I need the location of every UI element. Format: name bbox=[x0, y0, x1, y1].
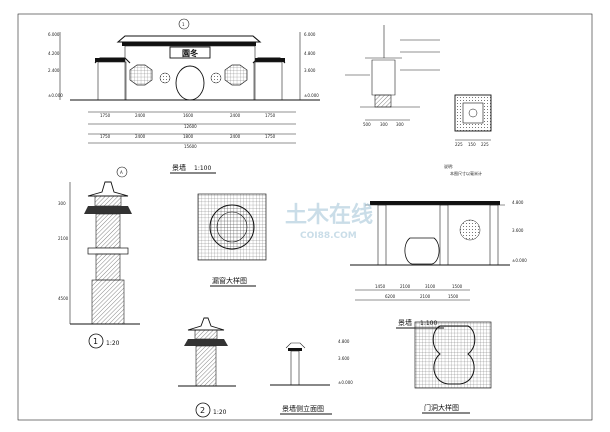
watermark-sub: COI88.COM bbox=[300, 231, 357, 241]
board-text: 園冬 bbox=[182, 48, 198, 58]
elevation-a: 園冬 1750 2400 1600 2400 1750 12600 1750 2… bbox=[48, 18, 320, 174]
plan-dim-3: 225 bbox=[481, 142, 489, 147]
side-level-1: 4.800 bbox=[338, 339, 350, 344]
b-bottom-2: 2100 bbox=[420, 294, 431, 299]
section-dim-3: 300 bbox=[396, 122, 404, 127]
axis-1-callout: 1 bbox=[182, 22, 185, 27]
level-a-3: 2.400 bbox=[48, 68, 60, 73]
detail-1: A 300 2100 4500 1 1:20 bbox=[58, 166, 140, 349]
side-elevation-title: 景墙侧立面图 bbox=[282, 404, 324, 413]
dim-a-row2-5: 1750 bbox=[265, 134, 276, 139]
dim-a-row2-1: 1750 bbox=[100, 134, 111, 139]
detail1-scale: 1:20 bbox=[106, 340, 120, 347]
section-detail: 500 300 300 bbox=[345, 25, 440, 127]
level-a-4: ±0.000 bbox=[48, 93, 63, 98]
watermark-text: 土木在线 bbox=[285, 202, 373, 228]
side-level-3: ±0.000 bbox=[338, 380, 353, 385]
lattice-window-title: 漏窗大样图 bbox=[212, 276, 247, 285]
level-a-r4: ±0.000 bbox=[304, 93, 319, 98]
elevation-a-scale: 1:100 bbox=[194, 165, 211, 172]
dim-a-total: 15600 bbox=[184, 144, 197, 149]
dim-a-row1-2: 2400 bbox=[135, 113, 146, 118]
b-level-1: 4.800 bbox=[512, 200, 524, 205]
notes-line1: 本图尺寸以毫米计 bbox=[450, 170, 482, 176]
plan-dim-1: 225 bbox=[455, 142, 463, 147]
pillar-plan: 225 150 225 说明: 本图尺寸以毫米计 bbox=[444, 94, 492, 176]
level-a-r2: 4.800 bbox=[304, 51, 316, 56]
detail2-scale: 1:20 bbox=[213, 409, 227, 416]
elevation-a-title: 景墙 bbox=[172, 163, 186, 172]
dim-a-row2-4: 2400 bbox=[230, 134, 241, 139]
b-level-3: ±0.000 bbox=[512, 258, 527, 263]
elevation-b-title: 景墙 bbox=[398, 318, 412, 327]
b-bottom-3: 1500 bbox=[448, 294, 459, 299]
level-a-r3: 3.600 bbox=[304, 68, 316, 73]
section-dim-2: 300 bbox=[380, 122, 388, 127]
dim-a-row1-5: 1750 bbox=[265, 113, 276, 118]
side-elevation: 4.800 3.600 ±0.000 景墙侧立面图 bbox=[270, 339, 353, 415]
b-sub-1: 1450 bbox=[375, 284, 386, 289]
dim-a-row1-3: 1600 bbox=[183, 113, 194, 118]
b-bottom-1: 6200 bbox=[385, 294, 396, 299]
detail2-number: 2 bbox=[200, 406, 205, 415]
gate-hole: 门洞大样图 bbox=[414, 321, 492, 414]
detail1-h2: 2100 bbox=[58, 236, 69, 241]
detail-2: 2 1:20 bbox=[178, 317, 236, 418]
detail1-h3: 4500 bbox=[58, 296, 69, 301]
level-a-2: 4.200 bbox=[48, 51, 60, 56]
b-sub-4: 1500 bbox=[452, 284, 463, 289]
level-a-1: 6.000 bbox=[48, 32, 60, 37]
b-sub-2: 2100 bbox=[400, 284, 411, 289]
notes-heading: 说明: bbox=[444, 163, 453, 169]
dim-a-row2-3: 1800 bbox=[183, 134, 194, 139]
b-level-2: 3.600 bbox=[512, 228, 524, 233]
dim-a-row2-2: 2400 bbox=[135, 134, 146, 139]
b-sub-3: 3100 bbox=[425, 284, 436, 289]
detail1-h1: 300 bbox=[58, 201, 66, 206]
side-level-2: 3.600 bbox=[338, 356, 350, 361]
elevation-b: 4.800 3.600 ±0.000 1450 2100 3100 1500 6… bbox=[350, 200, 527, 329]
plan-dim-2: 150 bbox=[468, 142, 476, 147]
axis-a-callout: A bbox=[120, 170, 123, 175]
dim-a-mid: 12600 bbox=[184, 124, 197, 129]
gate-hole-title: 门洞大样图 bbox=[424, 403, 459, 412]
lattice-window: 漏窗大样图 bbox=[197, 193, 267, 287]
dim-a-row1-4: 2400 bbox=[230, 113, 241, 118]
level-a-r1: 6.000 bbox=[304, 32, 316, 37]
dim-a-row1-1: 1750 bbox=[100, 113, 111, 118]
sheet-border bbox=[17, 13, 593, 421]
section-dim-1: 500 bbox=[363, 122, 371, 127]
detail1-number: 1 bbox=[93, 337, 98, 346]
